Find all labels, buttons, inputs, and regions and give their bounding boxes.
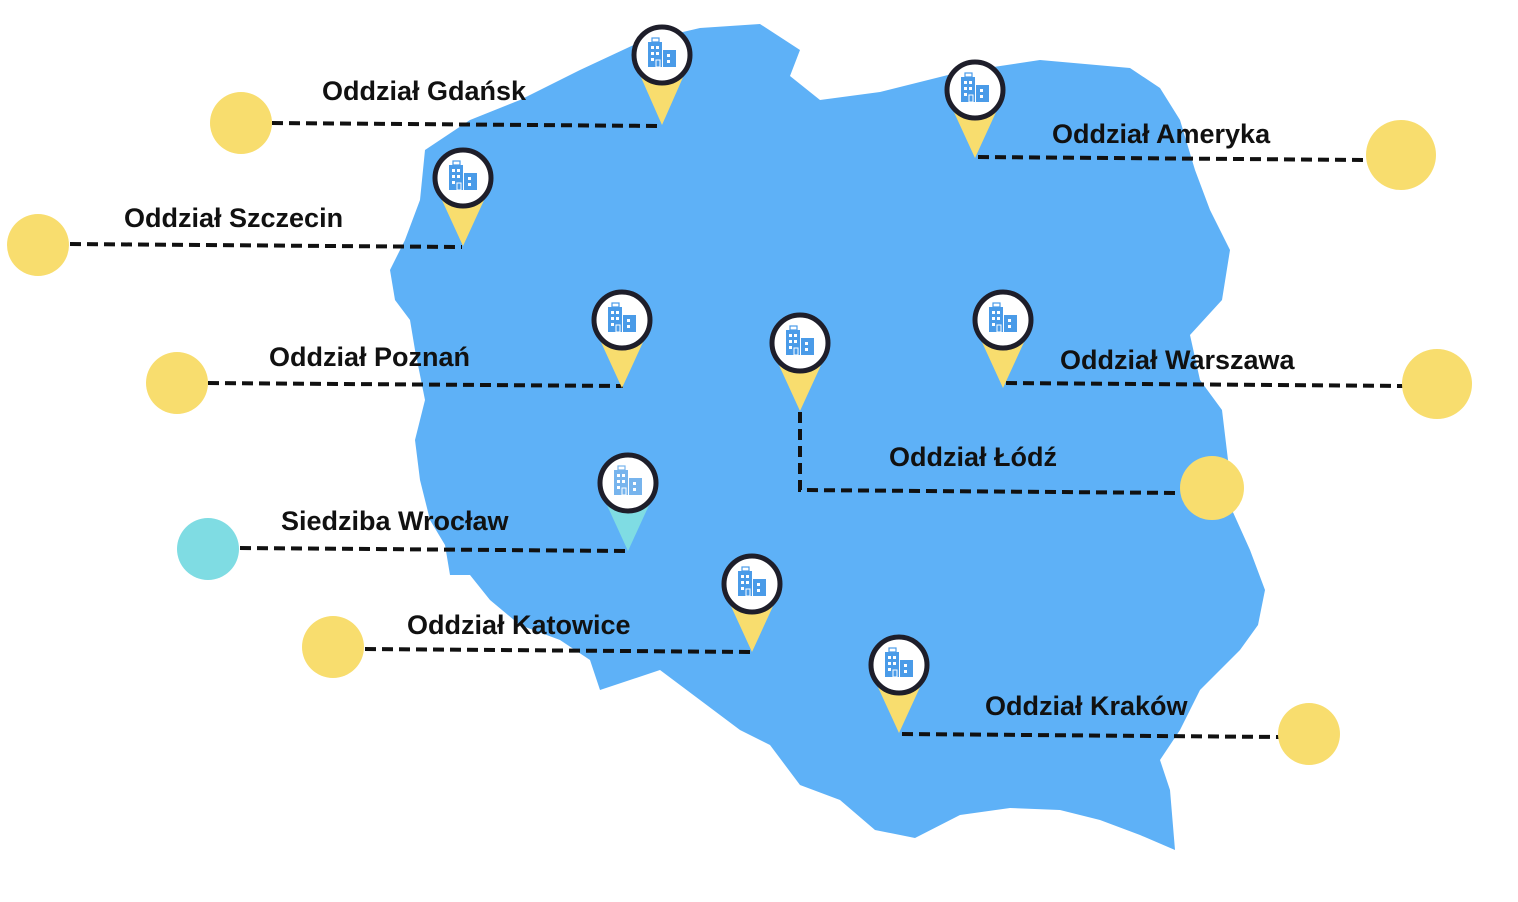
label-katowice: Oddział Katowice — [407, 610, 631, 640]
dot-katowice — [302, 616, 364, 678]
pin-ameryka[interactable] — [944, 59, 1006, 158]
dot-lodz — [1180, 456, 1244, 520]
connector-poznan — [207, 381, 624, 388]
connector-ameryka — [977, 155, 1369, 162]
label-gdansk: Oddział Gdańsk — [322, 76, 527, 106]
dot-krakow — [1278, 703, 1340, 765]
connector-lodz — [798, 412, 1183, 495]
pin-szczecin[interactable] — [432, 147, 494, 246]
label-wroclaw: Siedziba Wrocław — [281, 506, 510, 536]
connector-warszawa — [1005, 381, 1406, 388]
connector-lines — [69, 121, 1406, 739]
poland-map-shape — [390, 24, 1265, 850]
label-krakow: Oddział Kraków — [985, 691, 1189, 721]
endpoint-dots — [7, 92, 1472, 765]
label-szczecin: Oddział Szczecin — [124, 203, 343, 233]
office-pins — [432, 24, 1034, 733]
dot-wroclaw — [177, 518, 239, 580]
connector-krakow — [901, 732, 1281, 739]
pin-wroclaw[interactable] — [597, 452, 659, 551]
pin-krakow[interactable] — [868, 634, 930, 733]
office-labels: Oddział Gdańsk Oddział Ameryka Oddział S… — [124, 76, 1296, 721]
pin-katowice[interactable] — [721, 553, 783, 652]
dot-warszawa — [1402, 349, 1472, 419]
dot-szczecin — [7, 214, 69, 276]
dot-ameryka — [1366, 120, 1436, 190]
label-ameryka: Oddział Ameryka — [1052, 119, 1271, 149]
connector-wroclaw — [239, 546, 629, 553]
connector-gdansk — [271, 121, 663, 128]
pin-gdansk[interactable] — [631, 24, 693, 125]
connector-szczecin — [69, 242, 463, 249]
pin-lodz[interactable] — [769, 312, 831, 411]
pin-warszawa[interactable] — [972, 289, 1034, 388]
pin-poznan[interactable] — [591, 289, 653, 388]
label-warszawa: Oddział Warszawa — [1060, 345, 1296, 375]
label-poznan: Oddział Poznań — [269, 342, 470, 372]
dot-gdansk — [210, 92, 272, 154]
connector-katowice — [364, 647, 755, 654]
dot-poznan — [146, 352, 208, 414]
label-lodz: Oddział Łódź — [889, 442, 1057, 472]
